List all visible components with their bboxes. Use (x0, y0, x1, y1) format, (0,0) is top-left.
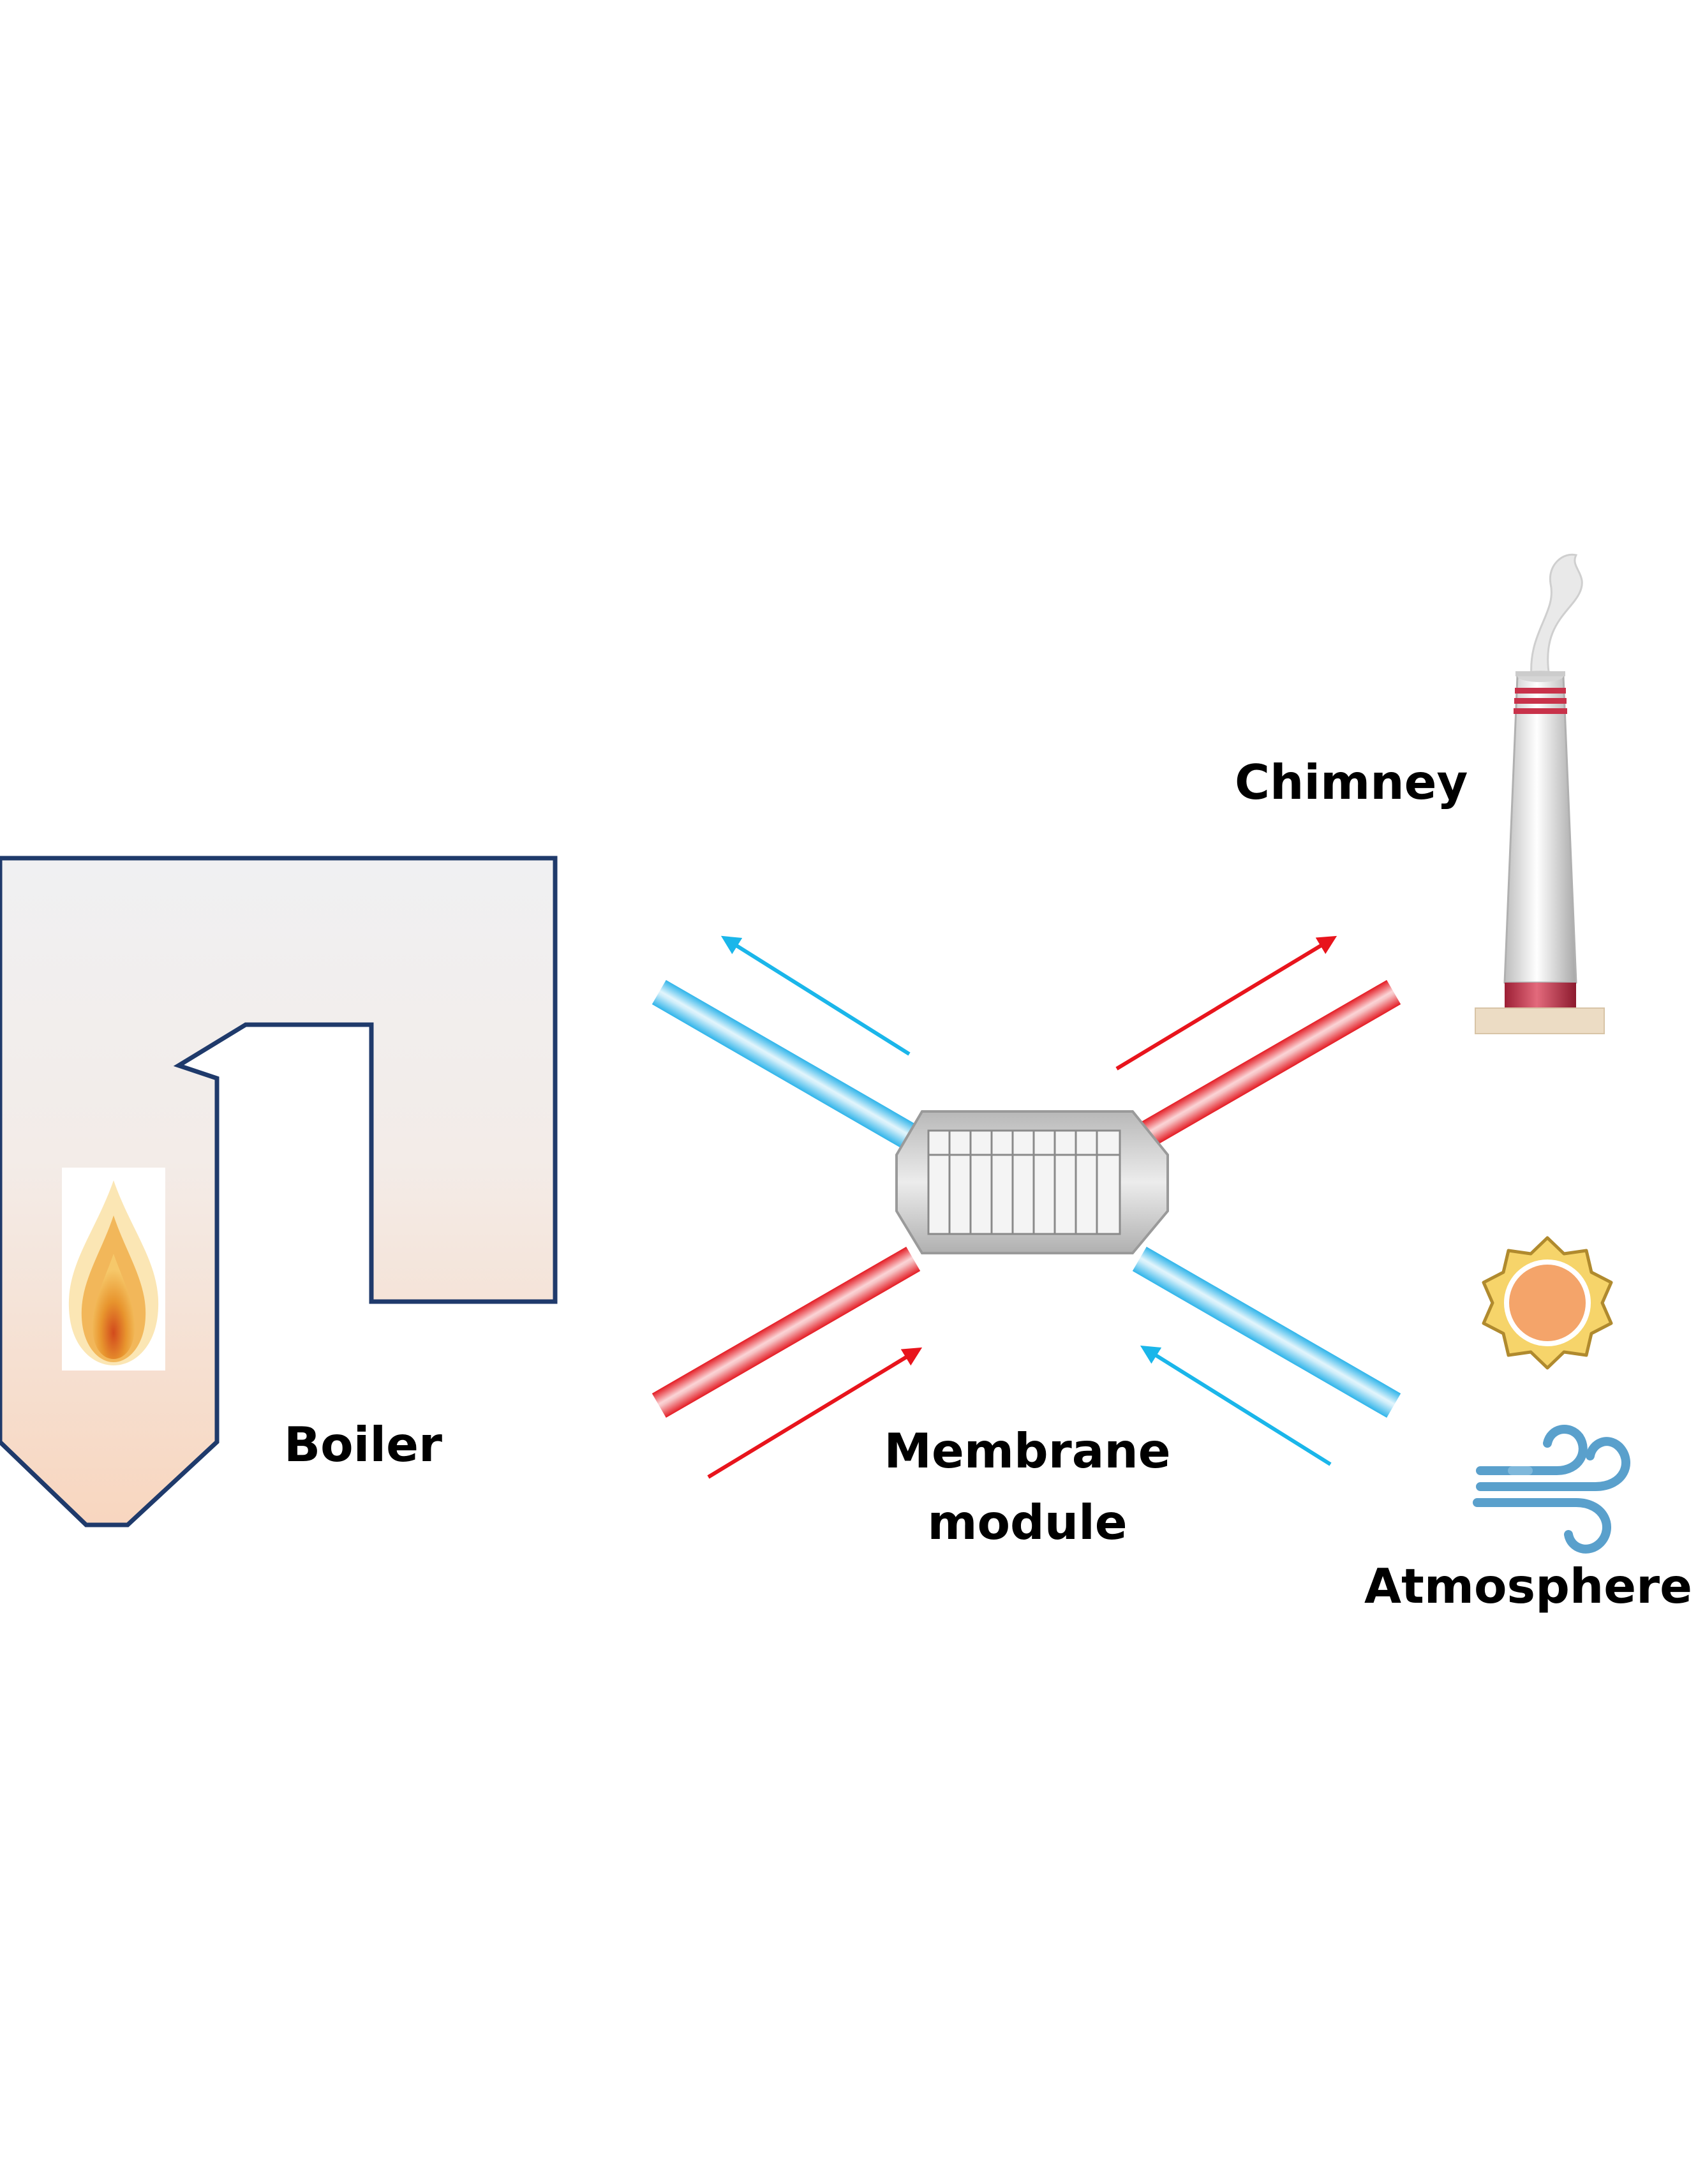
membrane-label-line2: module (927, 1494, 1127, 1550)
wind-icon (1473, 1425, 1630, 1554)
flame-icon (62, 1168, 165, 1371)
boiler: Boiler (0, 856, 558, 1527)
chimney-label: Chimney (1235, 754, 1468, 810)
hot-inlet-pipe (651, 1246, 921, 1418)
cold-inlet-pipe (1132, 1246, 1401, 1418)
membrane-module: Membrane module (884, 1110, 1171, 1550)
cold-outlet-arrow (720, 935, 911, 1056)
membrane-label-line1: Membrane (884, 1423, 1170, 1479)
cold-inlet-arrow (1140, 1345, 1332, 1466)
hot-outlet-arrow (1115, 935, 1337, 1071)
sun-icon (1482, 1236, 1613, 1370)
chimney: Chimney (1235, 553, 1605, 1034)
boiler-label: Boiler (284, 1416, 442, 1473)
smoke-icon (1530, 553, 1583, 678)
atmosphere: Atmosphere (1364, 1236, 1692, 1614)
atmosphere-label: Atmosphere (1364, 1558, 1692, 1614)
hot-inlet-arrow (707, 1347, 923, 1479)
hot-outlet-pipe (1132, 979, 1401, 1152)
cold-outlet-pipe (651, 979, 921, 1152)
